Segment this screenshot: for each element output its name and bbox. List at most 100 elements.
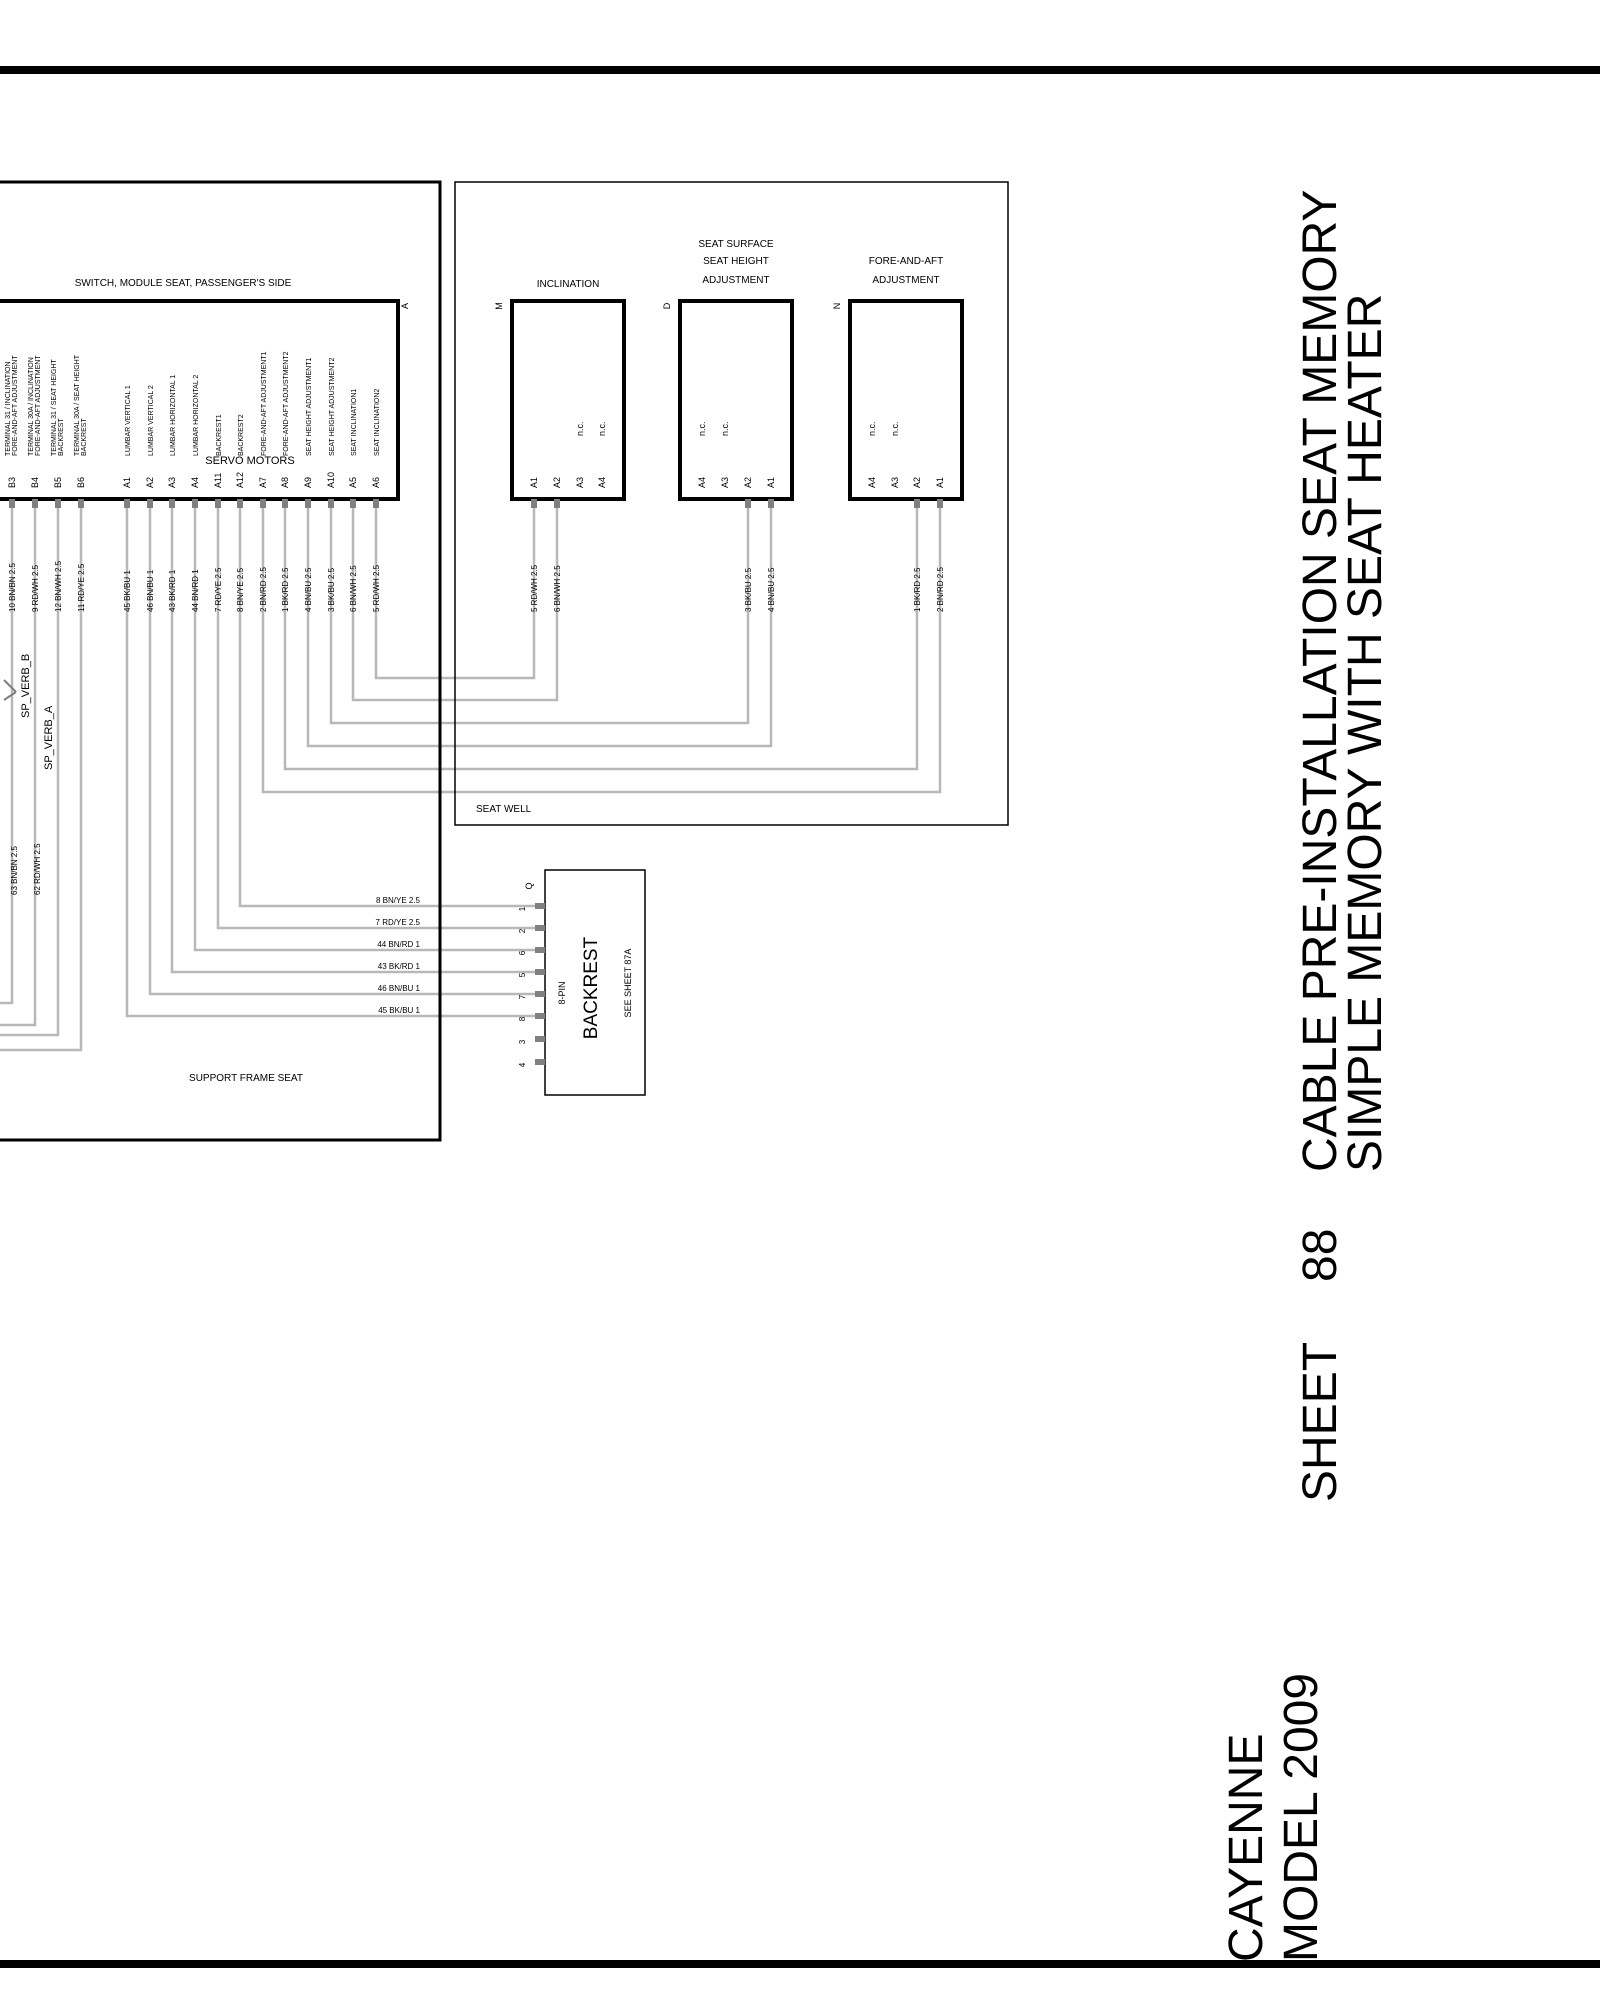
- switch-pin-b6: [78, 499, 84, 508]
- motor-box-n: [848, 299, 964, 501]
- motor-connector-id: N: [832, 303, 842, 310]
- motor-title: ADJUSTMENT: [872, 275, 939, 286]
- switch-wire-label: 44 BN/RD 1: [191, 569, 200, 612]
- wire-b6: [0, 508, 83, 1052]
- motor-title: SEAT SURFACE: [698, 239, 774, 250]
- title-line-2: SIMPLE MEMORY WITH SEAT HEATER: [1339, 294, 1392, 1172]
- motor-pin-stub: [554, 499, 560, 508]
- backrest-pin-count: 8-PIN: [557, 981, 567, 1004]
- wire-backrest-3: [193, 508, 535, 952]
- switch-wire-label: 45 BK/BU 1: [123, 570, 132, 612]
- support-frame-label: SUPPORT FRAME SEAT: [189, 1073, 303, 1084]
- backrest-pin-number: 5: [518, 972, 527, 977]
- switch-pin-a8: [282, 499, 288, 508]
- motor-box-d: [678, 299, 794, 501]
- switch-wire-label: 6 BN/WH 2.5: [349, 565, 358, 612]
- switch-pin-description: BACKREST2: [238, 414, 245, 456]
- backrest-connector-box: [544, 869, 646, 1096]
- switch-wire-label: 46 BN/BU 1: [146, 569, 155, 612]
- motor-wire-label: 1 BK/RD 2.5: [913, 567, 922, 612]
- top-border: [0, 66, 1600, 74]
- wire-backrest-5: [148, 508, 535, 996]
- motor-pin-stub: [937, 499, 943, 508]
- switch-pin-label: A12: [235, 472, 245, 488]
- backrest-pin-1: [535, 903, 545, 909]
- wires-layer: [0, 508, 942, 1052]
- motor-title: INCLINATION: [537, 279, 600, 290]
- switch-pin-description: SEAT HEIGHT ADJUSTMENT1: [306, 357, 313, 456]
- switch-pin-label: A2: [145, 477, 155, 488]
- motor-pin-stub: [745, 499, 751, 508]
- switch-pin-description: LUMBAR HORIZONTAL 2: [193, 375, 200, 456]
- switch-wire-label: 12 BN/WH 2.5: [54, 560, 63, 612]
- switch-wire-label: 2 BN/RD 2.5: [259, 567, 268, 612]
- switch-pin-label: B5: [53, 477, 63, 488]
- switch-pin-description: FORE-AND-AFT ADJUSTMENT1: [261, 351, 268, 456]
- backrest-pin-number: 6: [518, 950, 527, 955]
- motor-connector-id: D: [662, 302, 672, 309]
- switch-pin-a1: [124, 499, 130, 508]
- motor-pin-nc: n.c.: [597, 421, 607, 436]
- backrest-pin-number: 3: [518, 1039, 527, 1044]
- switch-pin-a12: [237, 499, 243, 508]
- backrest-pin-3: [535, 1036, 545, 1042]
- switch-pin-description: TERMINAL 31 / SEAT HEIGHT: [51, 359, 58, 456]
- switch-pin-description: LUMBAR VERTICAL 1: [125, 385, 132, 456]
- backrest-pin-7: [535, 991, 545, 997]
- switch-pin-description: BACKREST: [81, 418, 88, 456]
- switch-pin-description: BACKREST: [58, 418, 65, 456]
- switch-pin-a2: [147, 499, 153, 508]
- backrest-wire-label: 43 BK/RD 1: [378, 962, 421, 971]
- splice-label-a: SP_VERB_A: [43, 705, 55, 770]
- switch-pin-description: TERMINAL 30A / SEAT HEIGHT: [74, 354, 81, 456]
- switch-pin-a7: [260, 499, 266, 508]
- switch-pin-description: TERMINAL 30A / INCLINATION: [28, 357, 35, 456]
- motor-pin-label: A3: [575, 477, 585, 488]
- switch-pin-a6: [373, 499, 379, 508]
- seat-well-box: [454, 181, 1009, 826]
- motor-pin-nc: n.c.: [867, 421, 877, 436]
- switch-pin-a4: [192, 499, 198, 508]
- motor-pin-label: A4: [597, 477, 607, 488]
- sheet-label: SHEET: [1294, 1342, 1347, 1502]
- switch-wire-label: 43 BK/RD 1: [168, 569, 177, 612]
- switch-pin-label: B3: [7, 477, 17, 488]
- backrest-wire-label: 7 RD/YE 2.5: [376, 918, 421, 927]
- backrest-wire-label: 44 BN/RD 1: [377, 940, 420, 949]
- switch-pin-label: A3: [167, 477, 177, 488]
- backrest-name: BACKREST: [581, 936, 602, 1039]
- switch-pin-a10: [328, 499, 334, 508]
- backrest-pin-4: [535, 1059, 545, 1065]
- switch-wire-label: 7 RD/YE 2.5: [214, 567, 223, 612]
- motor-wire-label: 4 BN/BU 2.5: [767, 567, 776, 612]
- motor-wire-label: 2 BN/RD 2.5: [936, 567, 945, 612]
- switch-wire-label: 8 BN/YE 2.5: [236, 567, 245, 612]
- motor-pin-label: A1: [529, 477, 539, 488]
- wire-backrest-1: [238, 508, 535, 908]
- backrest-pin-number: 7: [518, 994, 527, 999]
- backrest-pin-number: 2: [518, 928, 527, 933]
- switch-pin-description: SEAT INCLINATION2: [374, 389, 381, 456]
- switch-pin-description: FORE-AND-AFT ADJUSTMENT: [12, 355, 19, 456]
- switch-wire-label: 9 RD/WH 2.5: [31, 564, 40, 612]
- motor-pin-label: A2: [912, 477, 922, 488]
- switch-pin-label: A1: [122, 477, 132, 488]
- splice-wire-label: 62 RD/WH 2.5: [33, 843, 42, 895]
- switch-wire-label: 1 BK/RD 2.5: [281, 567, 290, 612]
- motor-wire-label: 3 BK/BU 2.5: [744, 567, 753, 612]
- motor-box-m: [510, 299, 626, 501]
- wire-fore-aft-1: [261, 508, 942, 794]
- model-name: CAYENNE: [1220, 1734, 1273, 1963]
- wire-seat-height-1: [306, 508, 773, 748]
- motor-pin-label: A2: [743, 477, 753, 488]
- motor-pin-label: A3: [720, 477, 730, 488]
- switch-pin-b5: [55, 499, 61, 508]
- switch-pin-description: FORE-AND-AFT ADJUSTMENT: [35, 355, 42, 456]
- switch-wire-label: 10 BN/BN 2.5: [8, 563, 17, 612]
- switch-pin-description: SEAT HEIGHT ADJUSTMENT2: [329, 357, 336, 456]
- switch-module-title: SWITCH, MODULE SEAT, PASSENGER'S SIDE: [75, 278, 292, 289]
- motor-pin-stub: [531, 499, 537, 508]
- backrest-pin-6: [535, 947, 545, 953]
